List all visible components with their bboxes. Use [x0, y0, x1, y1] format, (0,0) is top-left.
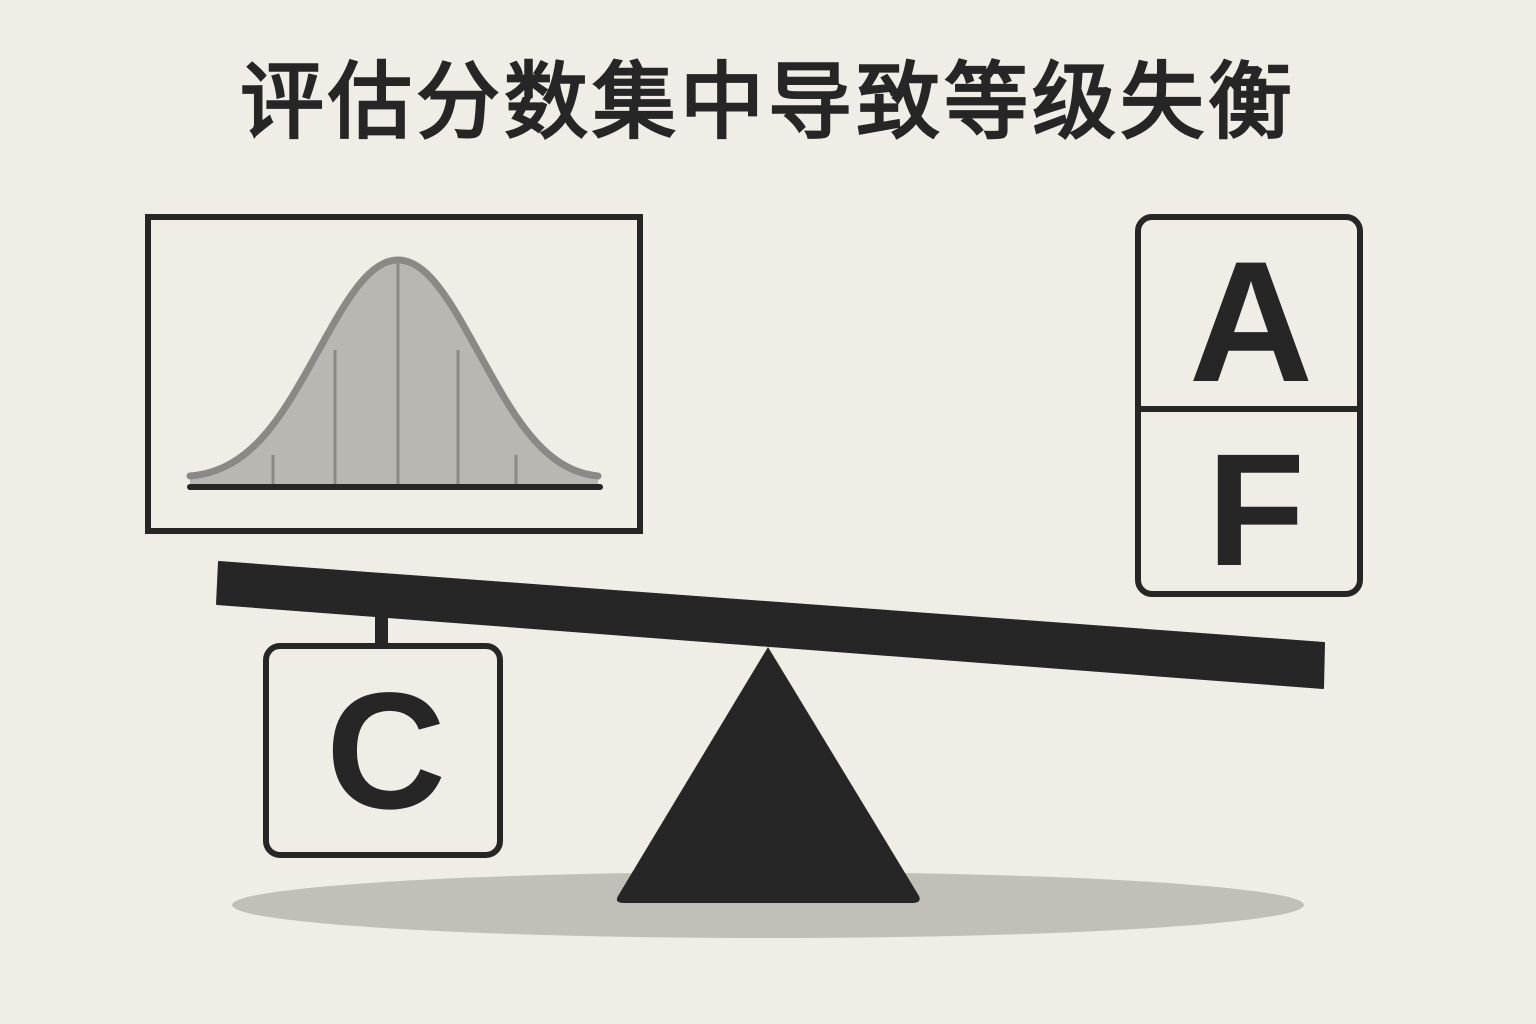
grade-a-label: A: [1189, 226, 1313, 418]
grade-stack-frame: [1135, 214, 1363, 597]
grade-c-frame: [263, 643, 503, 858]
grade-c-label: C: [326, 659, 446, 844]
grade-stack: A F: [1135, 214, 1363, 599]
bell-curve-outline: [186, 256, 602, 480]
ground-shadow: [232, 872, 1304, 938]
grade-f-label: F: [1207, 420, 1305, 599]
distribution-panel-frame: [145, 214, 643, 534]
bell-curve-area: [190, 260, 598, 487]
distribution-panel: [145, 214, 643, 534]
hanger-connector: [375, 604, 388, 646]
seesaw-fulcrum: [616, 647, 920, 903]
bell-curve-icon: [186, 256, 603, 490]
grade-c-box: C: [263, 643, 503, 858]
seesaw-beam: [216, 561, 1325, 689]
page-title: 评估分数集中导致等级失衡: [239, 53, 1296, 151]
